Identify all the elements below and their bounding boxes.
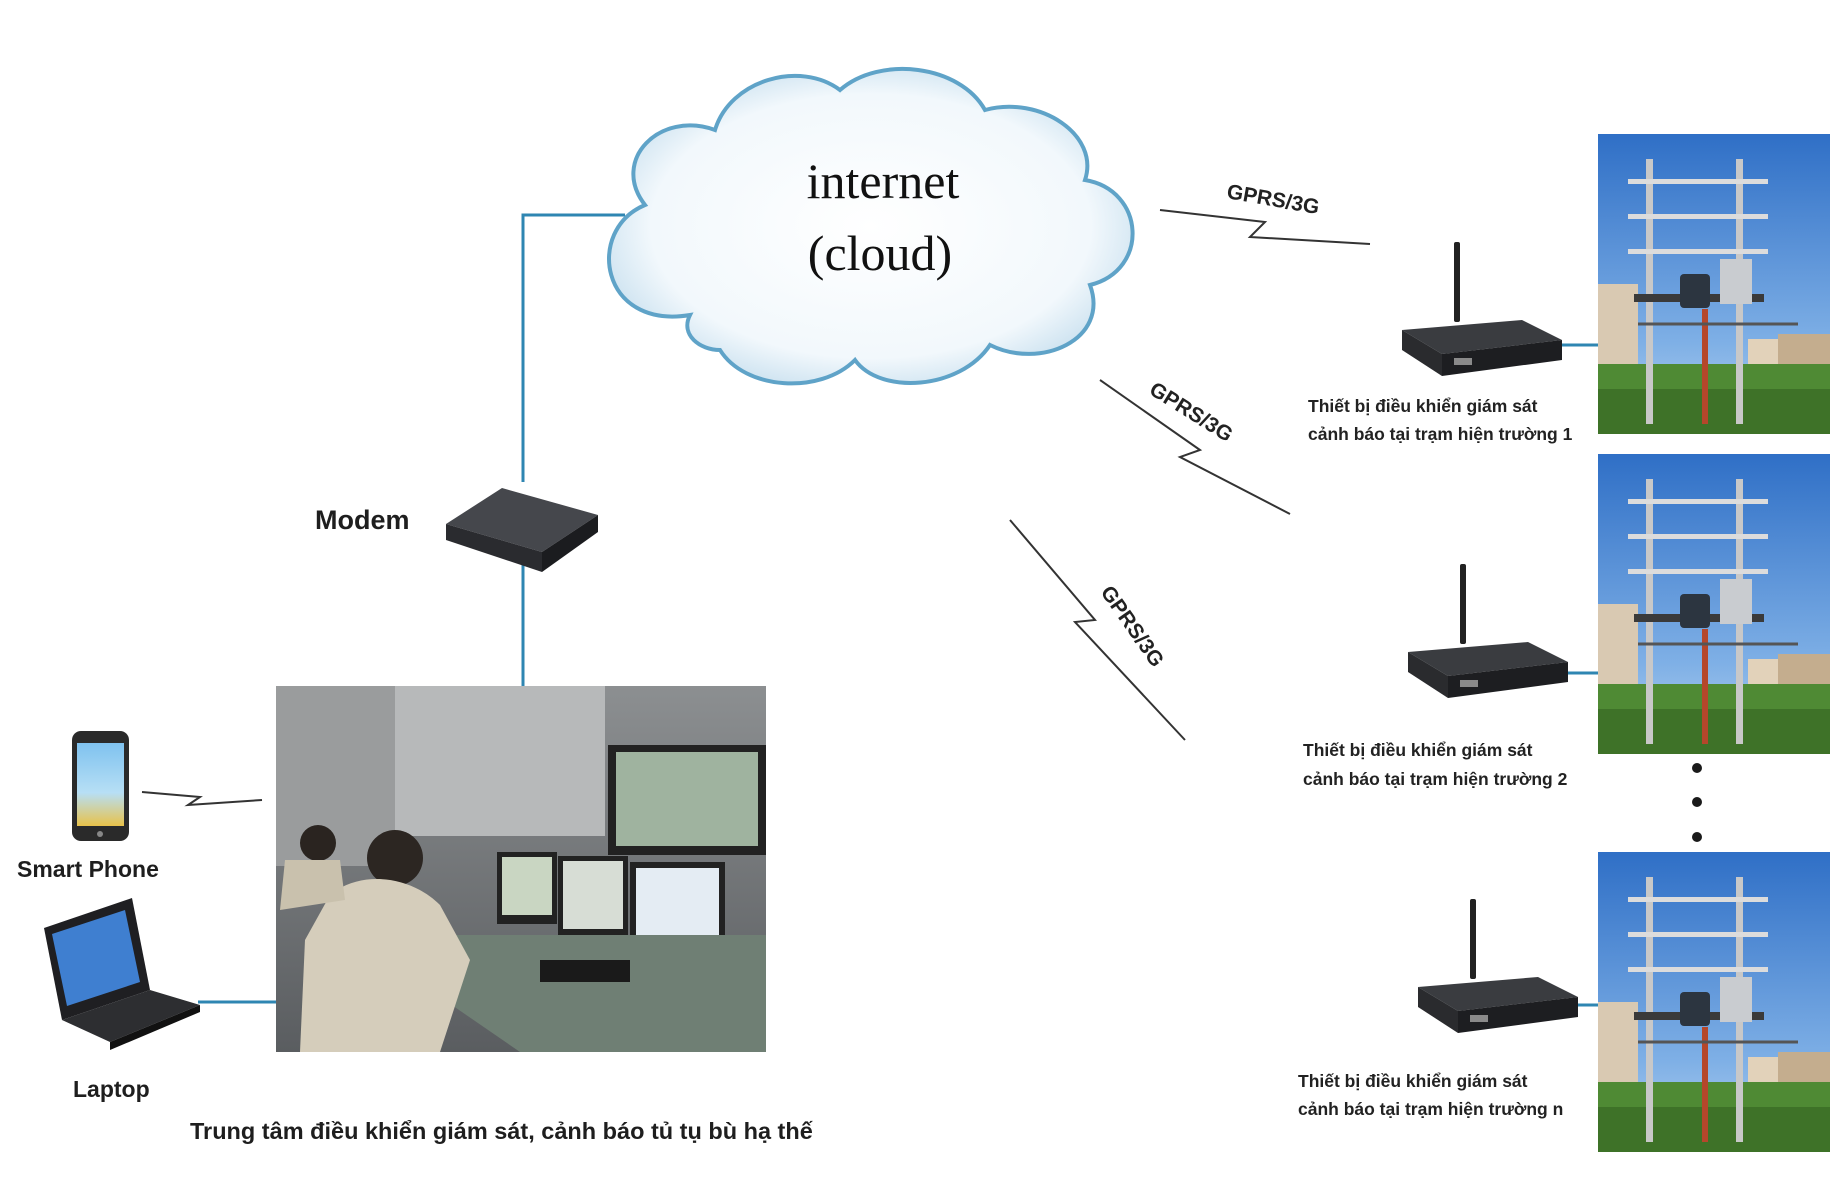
gprs-label-low: GPRS/3G xyxy=(1096,582,1168,672)
cloud-modem-link xyxy=(521,213,625,482)
cloud-label-line2: (cloud) xyxy=(808,225,952,281)
gprs-label-mid: GPRS/3G xyxy=(1145,378,1236,447)
smartphone-label: Smart Phone xyxy=(17,856,159,882)
station-n: Thiết bị điều khiển giám sát cảnh báo tạ… xyxy=(1298,850,1830,1154)
station-n-label-line2: cảnh báo tại trạm hiện trường n xyxy=(1298,1099,1563,1119)
smartphone-icon xyxy=(72,731,129,841)
modem-label: Modem xyxy=(315,505,410,535)
station-2-label-line1: Thiết bị điều khiển giám sát xyxy=(1303,740,1533,760)
station-n-photo xyxy=(1596,850,1830,1154)
control-center-photo xyxy=(276,686,766,1052)
station-1-router-icon xyxy=(1402,242,1562,376)
station-n-router-icon xyxy=(1418,899,1578,1033)
station-1-photo xyxy=(1596,132,1830,436)
laptop-icon xyxy=(44,898,200,1050)
cloud-label-line1: internet xyxy=(807,153,960,209)
station-1: Thiết bị điều khiển giám sát cảnh báo tạ… xyxy=(1308,132,1830,444)
modem-icon xyxy=(446,488,598,572)
internet-cloud: internet (cloud) xyxy=(607,67,1135,386)
wireless-link-mid xyxy=(1099,379,1291,515)
more-stations-dots xyxy=(1692,763,1702,842)
wireless-link-low xyxy=(1009,519,1186,741)
station-2-label-line2: cảnh báo tại trạm hiện trường 2 xyxy=(1303,769,1568,789)
station-2-photo xyxy=(1596,452,1830,756)
station-n-label-line1: Thiết bị điều khiển giám sát xyxy=(1298,1071,1528,1091)
station-1-label-line1: Thiết bị điều khiển giám sát xyxy=(1308,396,1538,416)
station-1-label-line2: cảnh báo tại trạm hiện trường 1 xyxy=(1308,424,1573,444)
laptop-label: Laptop xyxy=(73,1076,150,1102)
wireless-link-phone xyxy=(141,791,263,807)
gprs-label-top: GPRS/3G xyxy=(1225,180,1321,219)
wireless-link-top xyxy=(1159,209,1371,245)
wireless-links xyxy=(141,209,1371,807)
control-center-caption: Trung tâm điều khiển giám sát, cảnh báo … xyxy=(190,1118,814,1144)
station-2-router-icon xyxy=(1408,564,1568,698)
station-2: Thiết bị điều khiển giám sát cảnh báo tạ… xyxy=(1303,452,1830,789)
